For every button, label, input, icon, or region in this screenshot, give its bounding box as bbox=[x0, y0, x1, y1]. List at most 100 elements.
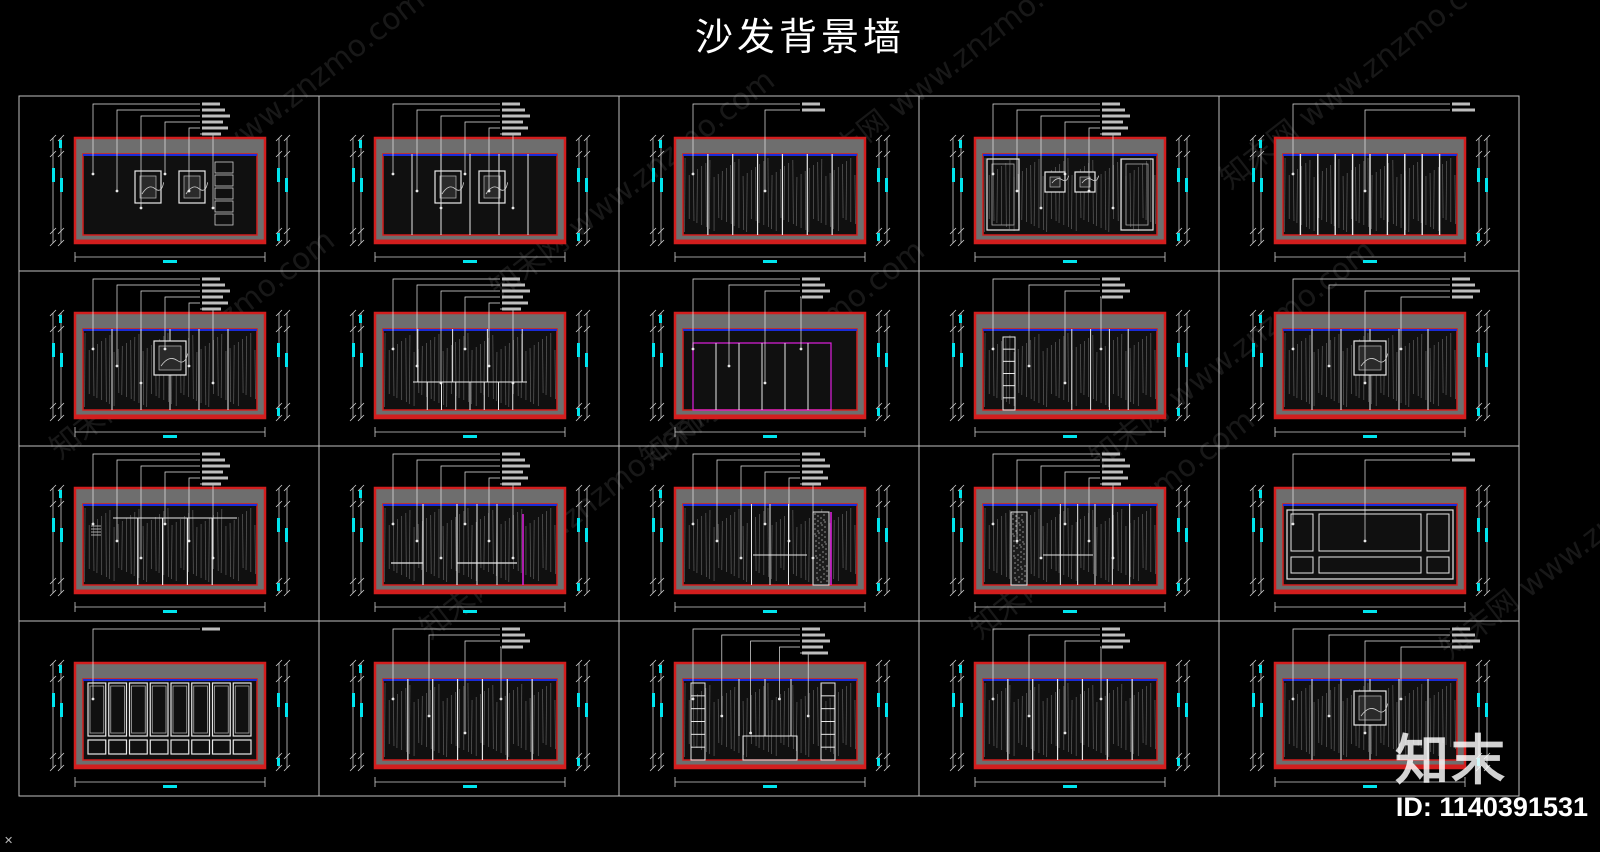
wood-grain-line bbox=[1154, 524, 1156, 575]
annotation-label-mark bbox=[202, 126, 228, 130]
leader-line bbox=[1064, 471, 1100, 524]
wood-grain-line bbox=[517, 686, 519, 747]
annotation-label-mark bbox=[1452, 633, 1475, 637]
leader-dot bbox=[91, 172, 95, 176]
dimension-value-mark bbox=[163, 610, 177, 613]
door-panel bbox=[108, 682, 128, 737]
dimension-tick bbox=[349, 752, 357, 760]
wood-grain-line bbox=[708, 159, 711, 230]
annotation-label-mark bbox=[802, 482, 821, 486]
wood-grain-line bbox=[755, 516, 757, 572]
wood-grain-line bbox=[730, 689, 732, 750]
dimension-value-mark bbox=[285, 528, 288, 542]
dimension-value-mark bbox=[660, 528, 663, 542]
wood-grain-line bbox=[1120, 333, 1123, 399]
wood-grain-line bbox=[717, 173, 720, 219]
dimension-tick bbox=[49, 309, 57, 317]
wood-grain-line bbox=[1305, 687, 1307, 753]
leader-line bbox=[1040, 115, 1100, 208]
annotation-label-mark bbox=[1102, 633, 1125, 637]
dimension-value-mark bbox=[959, 140, 962, 148]
dimension-tick bbox=[875, 134, 883, 142]
wall-moulding bbox=[1120, 158, 1154, 231]
dimension-tick bbox=[1483, 150, 1491, 158]
leader-line bbox=[140, 465, 200, 558]
stone-speckle bbox=[1013, 550, 1015, 552]
annotation-label-mark bbox=[1102, 470, 1123, 474]
stone-speckle bbox=[1019, 544, 1021, 546]
dimension-value-mark bbox=[1477, 233, 1480, 241]
leader-line bbox=[992, 103, 1100, 174]
annotation-label-mark bbox=[802, 295, 823, 299]
wood-grain-line bbox=[1129, 697, 1132, 753]
leader-dot bbox=[1291, 347, 1295, 351]
dimension-tick bbox=[949, 239, 957, 247]
wood-grain-line bbox=[229, 522, 232, 578]
dimension-tick bbox=[1175, 309, 1183, 317]
leader-dot bbox=[763, 522, 767, 526]
leader-line bbox=[164, 296, 200, 349]
leader-line bbox=[788, 477, 800, 541]
wood-grain-line bbox=[92, 521, 95, 572]
wood-grain-line bbox=[545, 510, 548, 571]
wood-grain-line bbox=[483, 690, 485, 746]
dimension-tick bbox=[349, 309, 357, 317]
annotation-label-mark bbox=[1452, 645, 1473, 649]
wood-grain-line bbox=[504, 695, 507, 756]
annotation-label-mark bbox=[802, 452, 820, 456]
dimension-tick bbox=[1249, 500, 1257, 508]
dimension-value-mark bbox=[1363, 260, 1377, 263]
dimension-tick bbox=[575, 414, 583, 422]
wood-grain-line bbox=[529, 697, 532, 753]
leader-line bbox=[488, 302, 500, 366]
annotation-label-mark bbox=[502, 132, 521, 136]
annotation-label-mark bbox=[202, 102, 220, 106]
annotation-label-mark bbox=[802, 470, 823, 474]
stone-speckle bbox=[817, 515, 819, 517]
door-panel-lower bbox=[128, 739, 148, 755]
wood-grain-line bbox=[742, 700, 745, 756]
dimension-tick bbox=[657, 675, 665, 683]
wood-grain-line bbox=[1371, 174, 1373, 230]
leader-dot bbox=[1111, 206, 1115, 210]
wood-grain-line bbox=[1417, 161, 1419, 222]
dimension-tick bbox=[49, 134, 57, 142]
dimension-tick bbox=[283, 239, 291, 247]
dimension-tick bbox=[883, 500, 891, 508]
wood-grain-line bbox=[554, 524, 556, 575]
wood-grain-line bbox=[517, 336, 519, 397]
wood-grain-line bbox=[179, 518, 182, 569]
annotation-label-mark bbox=[202, 470, 223, 474]
leader-line bbox=[164, 471, 200, 524]
door-panel bbox=[191, 682, 211, 737]
leader-dot bbox=[1015, 539, 1019, 543]
leader-line bbox=[140, 290, 200, 383]
annotation-label-mark bbox=[1452, 458, 1475, 462]
annotation-label-mark bbox=[1102, 452, 1120, 456]
dimension-tick bbox=[875, 325, 883, 333]
dimension-tick bbox=[349, 675, 357, 683]
wood-grain-line bbox=[455, 691, 457, 747]
dimension-tick bbox=[275, 414, 283, 422]
wood-grain-line bbox=[133, 511, 136, 577]
wood-grain-line bbox=[1417, 336, 1419, 397]
wood-grain-line bbox=[696, 518, 698, 574]
leader-dot bbox=[1327, 364, 1331, 368]
dimension-tick bbox=[875, 764, 883, 772]
wood-grain-line bbox=[833, 169, 835, 230]
leader-line bbox=[1292, 628, 1450, 699]
door-panel-lower bbox=[232, 739, 252, 755]
wood-grain-line bbox=[708, 684, 711, 755]
stone-speckle bbox=[824, 541, 826, 543]
wood-grain-line bbox=[1117, 686, 1119, 747]
dimension-tick bbox=[349, 577, 357, 585]
wood-grain-line bbox=[1445, 685, 1448, 746]
dimension-tick bbox=[275, 239, 283, 247]
annotation-label-mark bbox=[502, 108, 525, 112]
stone-speckle bbox=[825, 558, 827, 560]
wood-grain-line bbox=[1408, 167, 1410, 233]
leader-dot bbox=[511, 206, 515, 210]
dimension-value-mark bbox=[277, 233, 280, 241]
dimension-tick bbox=[875, 484, 883, 492]
dimension-tick bbox=[57, 500, 65, 508]
